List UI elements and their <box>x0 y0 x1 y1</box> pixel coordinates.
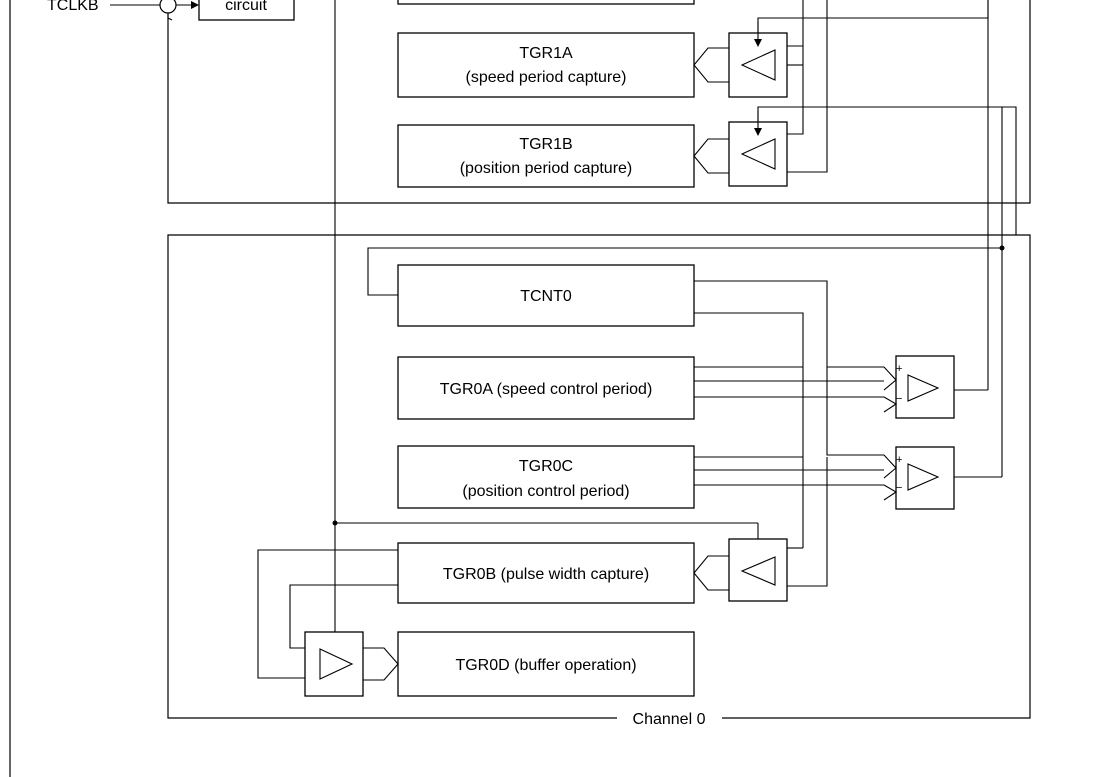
tgr1a-subtitle: (speed period capture) <box>466 69 627 86</box>
comparator-a-in-top <box>883 366 897 391</box>
tgr0b-bus-arrow <box>693 555 729 591</box>
tgr0c-subtitle: (position control period) <box>462 483 629 500</box>
tgr0b-input-wire-b <box>787 457 828 587</box>
edge-detect-node <box>159 0 177 14</box>
tgr1b-input-wire-a <box>787 46 804 135</box>
tgr1a-buffer-triangle <box>740 49 776 81</box>
partial-register-box <box>397 0 695 5</box>
tgr1b-bus-arrow <box>693 138 729 174</box>
tgr0a-label: TGR0A (speed control period) <box>440 381 653 398</box>
tclkb-label: TCLKB <box>47 0 99 14</box>
circuit-label: circuit <box>225 0 267 14</box>
tcnt0-clear-junction <box>999 245 1005 251</box>
comparator-c-plus: + <box>896 454 902 466</box>
tgr0b-buffer-triangle <box>740 556 776 586</box>
tgr1b-subtitle: (position period capture) <box>460 160 633 177</box>
comparator-a-minus: − <box>896 393 902 405</box>
tgr1b-trigger-wire <box>757 106 1017 235</box>
tcnt0-to-capture-wire <box>694 312 804 548</box>
comparator-c-minus: − <box>896 482 902 494</box>
tcnt0-box <box>397 264 695 327</box>
tcnt0-to-comp-a-wire <box>694 280 884 368</box>
tgr1a-input-wire-a <box>787 0 804 47</box>
tgr0d-buffer-triangle <box>319 648 354 680</box>
channel0-label: Channel 0 <box>633 711 706 728</box>
tgr1b-buffer-triangle <box>740 138 776 170</box>
tgr0d-box <box>397 631 695 697</box>
tgr1b-title: TGR1B <box>519 136 572 153</box>
tgr1a-bus-arrow <box>693 47 729 83</box>
tgr1b-box <box>397 124 695 188</box>
comparator-c-in-bot <box>883 484 898 501</box>
tgr0d-label: TGR0D (buffer operation) <box>455 657 636 674</box>
comparator-a-plus: + <box>896 363 902 375</box>
comparator-a-in-bot <box>883 396 898 413</box>
tgr0c-title: TGR0C <box>519 458 573 475</box>
circuit-block <box>198 0 295 21</box>
tgr0b-to-buffer-loop-inner <box>289 584 398 649</box>
tgr0b-label: TGR0B (pulse width capture) <box>443 566 649 583</box>
tgr1b-input-wire-b <box>787 0 828 173</box>
tgr0c-box <box>397 445 695 509</box>
comparator-a <box>895 355 955 419</box>
tcnt0-to-comp-c-wire <box>826 367 884 456</box>
tclkb-branch <box>167 13 173 21</box>
tgr1a-trigger-wire <box>757 0 989 33</box>
channel1-frame <box>167 0 1031 204</box>
tgr1a-title: TGR1A <box>519 45 573 62</box>
tgr0b-to-buffer-loop-outer <box>257 549 398 679</box>
tgr0a-box <box>397 356 695 420</box>
channel0-frame <box>167 234 1031 719</box>
comparator-a-triangle <box>907 374 940 402</box>
comparator-c-in-top <box>883 454 897 479</box>
tcnt0-label: TCNT0 <box>520 288 572 305</box>
tgr1a-box <box>397 32 695 98</box>
tcnt0-clear-wire <box>367 247 1002 296</box>
comparator-c-triangle <box>907 463 940 491</box>
tgr0d-bus-arrow <box>363 647 399 681</box>
